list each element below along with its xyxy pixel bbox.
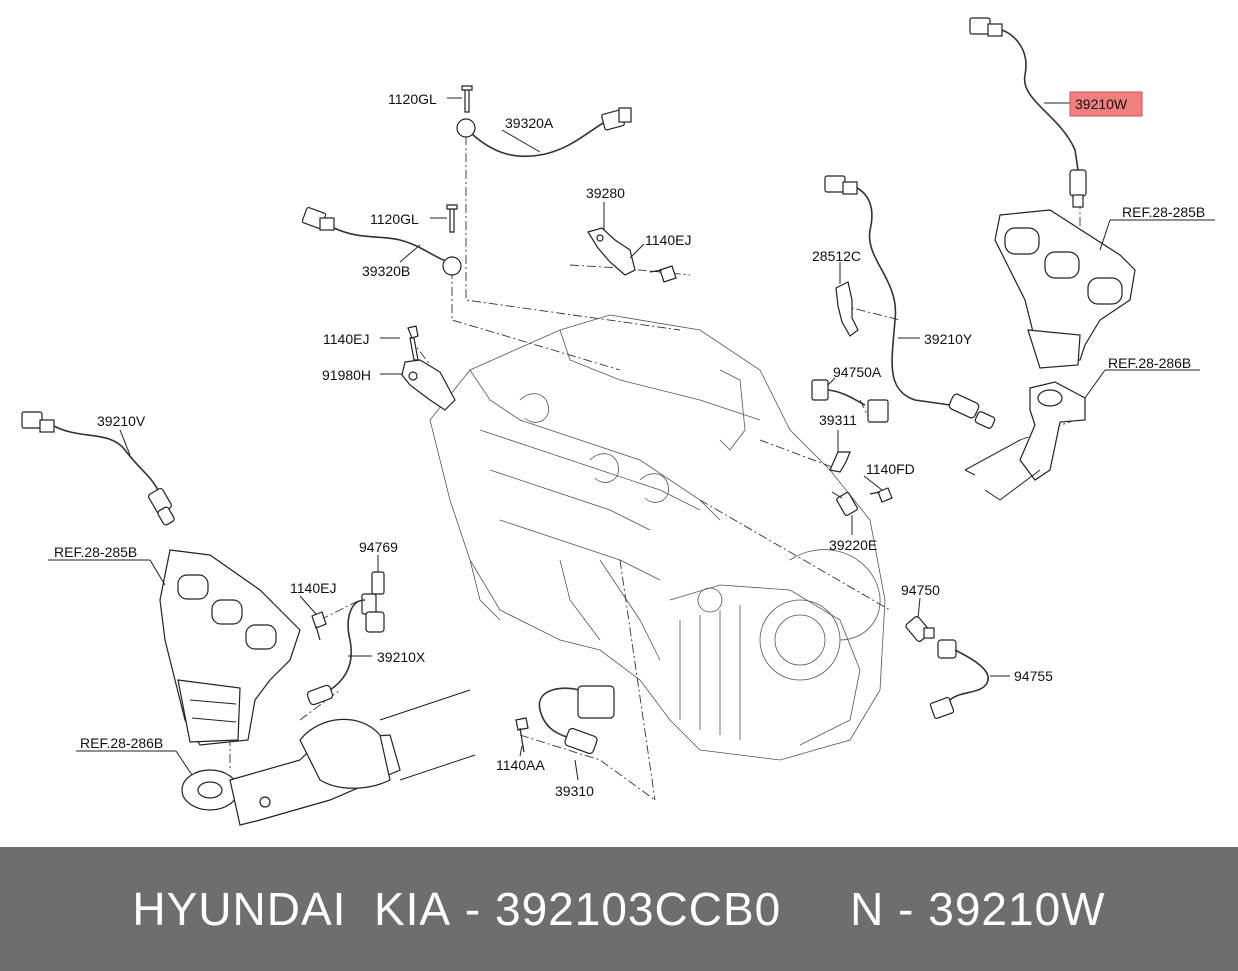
callout-39310[interactable]: 39310 — [555, 783, 594, 799]
callout-1140ej-left[interactable]: 1140EJ — [290, 580, 336, 596]
footer-separator: - — [451, 883, 496, 935]
footer-n-number: 39210W — [928, 883, 1106, 935]
exhaust-manifold-right — [994, 209, 1136, 369]
callout-39311[interactable]: 39311 — [819, 412, 857, 428]
callout-39210y[interactable]: 39210Y — [924, 331, 973, 347]
footer-gap — [781, 882, 850, 936]
sensor-39310 — [538, 685, 615, 755]
callout-1120gl-mid[interactable]: 1120GL — [370, 211, 419, 227]
callout-1140ej-top[interactable]: 1140EJ — [645, 232, 691, 248]
part-number-footer: HYUNDAI KIA - 392103CCB0 N - 39210W — [0, 847, 1238, 971]
callout-39320a[interactable]: 39320A — [505, 115, 554, 131]
sensor-94750 — [905, 616, 935, 642]
callout-91980h[interactable]: 91980H — [322, 367, 371, 383]
callout-ref-28-286b-right[interactable]: REF.28-286B — [1108, 355, 1191, 371]
callout-39210w[interactable]: 39210W — [1075, 96, 1128, 112]
engine-assembly-drawing — [429, 314, 886, 761]
oxygen-sensor-39210v — [21, 411, 175, 526]
parts-diagram: 39210W 1120GL 39320A 39280 1140EJ 1120GL… — [21, 17, 1215, 826]
exhaust-pipe-left — [181, 689, 476, 826]
callout-39210x[interactable]: 39210X — [377, 649, 426, 665]
sensor-94750a — [811, 379, 889, 423]
knock-sensor-39320a — [456, 107, 632, 158]
callout-39210v[interactable]: 39210V — [97, 413, 146, 429]
callout-1140ej-mid[interactable]: 1140EJ — [323, 331, 369, 347]
callout-94750[interactable]: 94750 — [901, 582, 940, 598]
callout-1140aa[interactable]: 1140AA — [496, 757, 545, 773]
footer-separator-2: - — [884, 883, 929, 935]
clip-39311 — [829, 451, 851, 473]
sensor-94755 — [929, 639, 989, 719]
footer-part-number: 392103CCB0 — [495, 883, 782, 935]
callout-1120gl-top[interactable]: 1120GL — [388, 91, 437, 107]
oxygen-sensor-39210w — [969, 17, 1087, 208]
callout-1140fd[interactable]: 1140FD — [866, 461, 915, 477]
oxygen-sensor-39210x — [306, 593, 385, 706]
callout-39280[interactable]: 39280 — [586, 185, 625, 201]
footer-n-label: N — [850, 883, 885, 935]
sensor-39220e — [831, 491, 858, 517]
footer-brand: HYUNDAI KIA — [132, 883, 452, 935]
callout-28512c[interactable]: 28512C — [812, 248, 861, 264]
bolts — [311, 85, 893, 753]
callout-94755[interactable]: 94755 — [1014, 668, 1053, 684]
callout-labels: 39210W 1120GL 39320A 39280 1140EJ 1120GL… — [54, 91, 1205, 799]
callout-ref-28-285b-left[interactable]: REF.28-285B — [54, 544, 137, 560]
callout-39220e[interactable]: 39220E — [829, 537, 877, 553]
bracket-91980h — [401, 359, 456, 411]
bracket-28512c — [835, 281, 859, 337]
callout-94750a[interactable]: 94750A — [833, 364, 882, 380]
callout-39320b[interactable]: 39320B — [362, 263, 410, 279]
connector-94769 — [371, 571, 385, 595]
exhaust-manifold-left — [159, 549, 301, 746]
leader-lines — [48, 97, 1215, 781]
oxygen-sensor-39210y — [824, 175, 996, 429]
callout-94769[interactable]: 94769 — [359, 539, 398, 555]
callout-ref-28-285b-right[interactable]: REF.28-285B — [1122, 204, 1205, 220]
bracket-39280 — [587, 227, 636, 276]
highlight-box-39210w — [1069, 91, 1143, 117]
exhaust-pipe-right — [964, 381, 1086, 501]
callout-ref-28-286b-left[interactable]: REF.28-286B — [80, 735, 163, 751]
knock-sensor-39320b — [301, 207, 462, 276]
